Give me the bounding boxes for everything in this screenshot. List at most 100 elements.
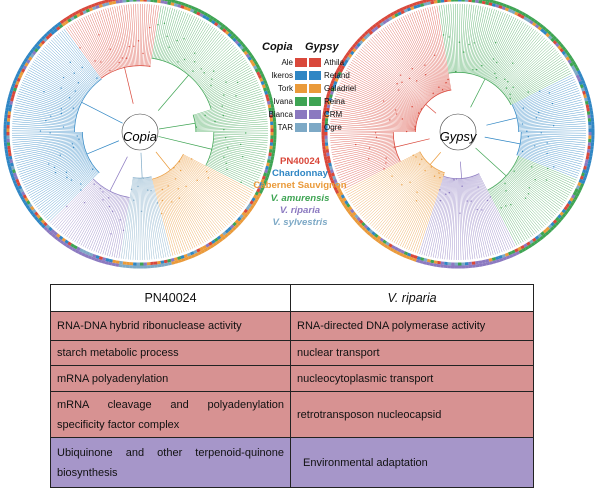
- tree-ring-segment: [424, 4, 427, 5]
- tree-ring-segment: [485, 3, 488, 4]
- tree-ring-segment: [353, 49, 355, 52]
- legend-copia-label: Tork: [278, 84, 293, 93]
- tree-ring-segment: [219, 23, 222, 25]
- tree-ring-segment: [235, 37, 237, 40]
- tree-ring-segment: [11, 170, 12, 173]
- tree-ring-segment: [88, 257, 91, 258]
- tree-node: [223, 129, 224, 130]
- tree-ring-segment: [389, 18, 392, 20]
- tree-ring-segment: [37, 220, 39, 223]
- tree-ring-segment: [410, 5, 413, 6]
- tree-ring-segment: [192, 7, 195, 8]
- tree-branch: [162, 10, 177, 61]
- tree-node: [493, 58, 494, 59]
- tree-ring-segment: [92, 5, 95, 6]
- tree-node: [529, 187, 530, 188]
- tree-ring-segment: [52, 235, 55, 237]
- tree-ring-segment: [74, 16, 77, 18]
- tree-branch: [57, 183, 97, 230]
- tree-ring-segment: [495, 5, 498, 6]
- tree-ring-segment: [33, 214, 35, 217]
- tree-ring-segment: [44, 223, 46, 225]
- tree-ring-segment: [522, 13, 525, 15]
- tree-ring-segment: [238, 44, 240, 47]
- tree-ring-segment: [476, 265, 479, 266]
- legend-copia-label: Ikeros: [271, 71, 293, 80]
- tree-ring-segment: [391, 249, 394, 251]
- tree-ring-segment: [482, 2, 485, 3]
- tree-node: [385, 157, 386, 158]
- tree-branch: [430, 152, 441, 164]
- tree-ring-segment: [565, 211, 567, 214]
- tree-ring-segment: [522, 249, 525, 251]
- tree-node: [123, 230, 124, 231]
- tree-ring-segment: [13, 84, 14, 87]
- tree-node: [552, 103, 553, 104]
- tree-ring-segment: [368, 29, 371, 31]
- tree-ring-segment: [240, 42, 242, 45]
- tree-ring-segment: [386, 243, 389, 245]
- tree-branch: [90, 14, 114, 71]
- tree-ring-segment: [194, 251, 197, 252]
- tree-node: [394, 147, 395, 148]
- tree-node: [409, 78, 410, 79]
- tree-ring-segment: [532, 243, 535, 245]
- legend-gypsy-label: CRM: [324, 110, 342, 119]
- tree-node: [476, 69, 477, 70]
- tree-ring-segment: [387, 247, 390, 249]
- tree-ring-segment: [591, 150, 592, 153]
- tree-ring-segment: [182, 4, 185, 5]
- tree-ring-segment: [29, 53, 31, 56]
- tree-ring-segment: [479, 265, 482, 266]
- tree-node: [161, 213, 162, 214]
- tree-ring-segment: [489, 260, 492, 261]
- tree-ring-segment: [571, 198, 573, 201]
- tree-ring-segment: [553, 37, 555, 40]
- tree-branch: [171, 15, 193, 63]
- tree-ring-segment: [546, 232, 549, 234]
- legend-gypsy-swatch: [309, 71, 321, 80]
- tree-node: [416, 191, 417, 192]
- tree-branch: [12, 133, 82, 134]
- legend-copia-label: Bianca: [269, 110, 293, 119]
- tree-node: [509, 94, 510, 95]
- tree-ring-segment: [365, 36, 367, 38]
- tree-ring-segment: [247, 50, 249, 53]
- tree-ring-segment: [375, 235, 378, 237]
- tree-node: [183, 38, 184, 39]
- tree-ring-segment: [586, 98, 587, 101]
- tree-node: [416, 200, 417, 201]
- tree-ring-segment: [579, 78, 580, 81]
- tree-ring-segment: [54, 29, 57, 31]
- tree-ring-segment: [29, 204, 31, 207]
- tree-node: [463, 51, 464, 52]
- tree-ring-segment: [182, 259, 185, 260]
- tree-ring-segment: [417, 5, 420, 6]
- tree-ring-segment: [512, 251, 515, 252]
- tree-ring-segment: [401, 251, 404, 252]
- tree-node: [167, 185, 168, 186]
- tree-node: [92, 169, 93, 170]
- tree-node: [525, 197, 526, 198]
- tree-ring-segment: [548, 32, 551, 34]
- tree-branch: [460, 4, 462, 72]
- tree-ring-segment: [427, 3, 430, 4]
- tree-ring-segment: [406, 257, 409, 258]
- tree-node: [440, 200, 441, 201]
- tree-node: [225, 81, 226, 82]
- tree-node: [73, 108, 74, 109]
- tree-ring-segment: [584, 169, 585, 172]
- tree-node: [60, 154, 61, 155]
- tree-ring-segment: [99, 258, 102, 259]
- tree-ring-segment: [526, 15, 529, 17]
- tree-node: [553, 125, 554, 126]
- tree-node: [102, 199, 103, 200]
- tree-branch: [56, 182, 97, 228]
- tree-ring-segment: [586, 170, 587, 173]
- legend-gypsy-swatch: [309, 97, 321, 106]
- tree-branch: [453, 4, 456, 72]
- tree-ring-segment: [551, 34, 554, 36]
- tree-node: [512, 62, 513, 63]
- tree-ring-segment: [222, 237, 225, 239]
- tree-ring-segment: [410, 258, 413, 259]
